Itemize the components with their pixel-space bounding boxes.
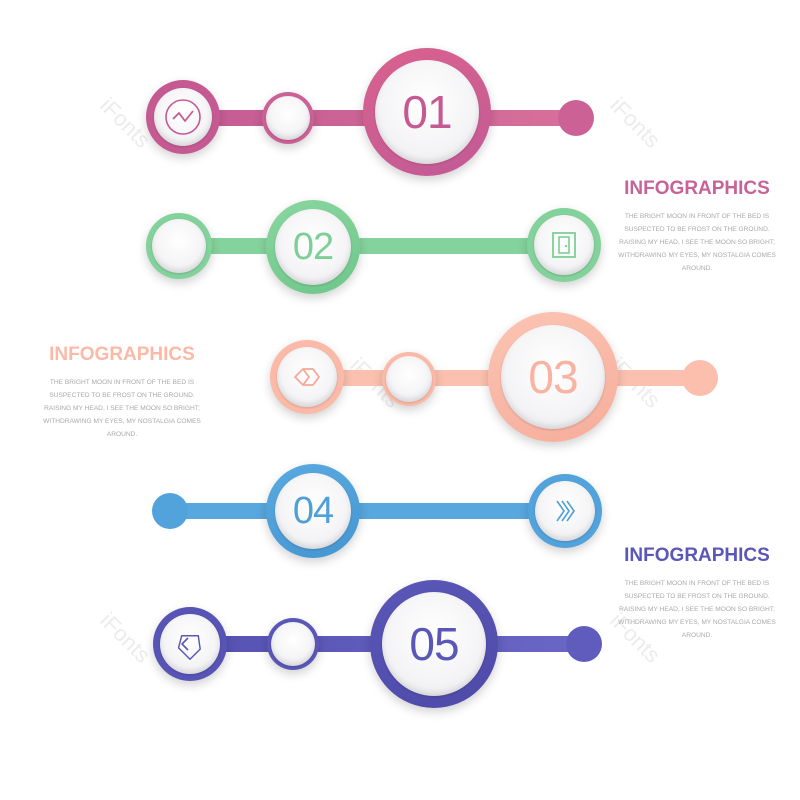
- step-number: 03: [528, 351, 578, 403]
- info-block-3: INFOGRAPHICS THE BRIGHT MOON IN FRONT OF…: [612, 545, 782, 642]
- end-dot: [682, 360, 718, 396]
- watermark: iFonts: [605, 352, 666, 413]
- info-title: INFOGRAPHICS: [624, 545, 770, 566]
- number-circle: 05: [370, 580, 498, 708]
- icon-circle: [153, 607, 227, 681]
- small-circle: [146, 213, 212, 279]
- connector-bar: [170, 503, 570, 519]
- watermark: iFonts: [95, 607, 156, 668]
- step-number: 02: [292, 226, 334, 268]
- small-circle: [262, 92, 314, 144]
- watermark: iFonts: [345, 352, 406, 413]
- watermark: iFonts: [95, 92, 156, 153]
- step-number: 04: [292, 490, 334, 532]
- icon-circle: [528, 474, 602, 548]
- icon-circle: [270, 340, 344, 414]
- info-title: INFOGRAPHICS: [49, 344, 195, 365]
- info-block-1: INFOGRAPHICS THE BRIGHT MOON IN FRONT OF…: [612, 178, 782, 275]
- watermark: iFonts: [360, 92, 421, 153]
- connector-bar: [180, 238, 570, 254]
- icon-circle: [146, 80, 220, 154]
- info-text: THE BRIGHT MOON IN FRONT OF THE BED IS S…: [618, 580, 776, 639]
- info-text: THE BRIGHT MOON IN FRONT OF THE BED IS S…: [43, 379, 201, 438]
- pentagon-chevron-icon: [177, 635, 201, 660]
- connector-bar: [190, 636, 590, 652]
- number-circle: 04: [266, 464, 360, 558]
- end-dot: [558, 100, 594, 136]
- number-circle: 02: [266, 200, 360, 294]
- icon-circle: [527, 208, 601, 282]
- info-block-2: INFOGRAPHICS THE BRIGHT MOON IN FRONT OF…: [37, 344, 207, 441]
- trend-down-icon: [165, 99, 201, 135]
- info-text: THE BRIGHT MOON IN FRONT OF THE BED IS S…: [618, 213, 776, 272]
- small-circle: [267, 618, 319, 670]
- end-dot: [566, 626, 602, 662]
- info-title: INFOGRAPHICS: [624, 178, 770, 199]
- door-icon: [552, 232, 576, 258]
- chevrons-right-icon: [556, 500, 575, 522]
- number-circle: 03: [488, 312, 618, 442]
- step-number: 05: [409, 618, 459, 670]
- tag-arrow-icon: [294, 368, 320, 386]
- watermark: iFonts: [605, 92, 666, 153]
- end-dot: [152, 493, 188, 529]
